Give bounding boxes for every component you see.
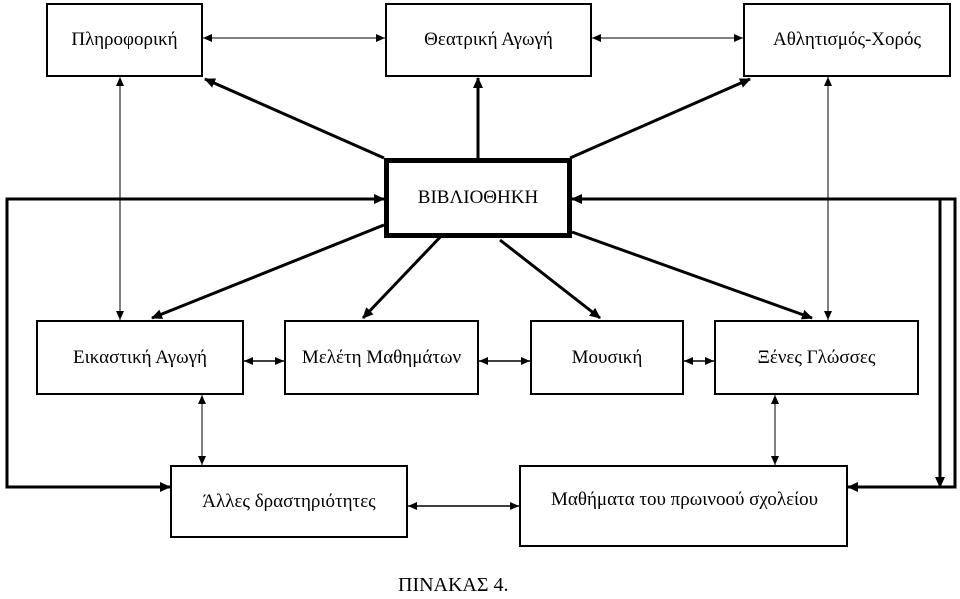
node-theatre: Θεατρική Αγωγή: [385, 3, 592, 77]
arrow-library-to-art: [151, 223, 385, 320]
node-other: Άλλες δραστηριότητες: [170, 465, 408, 538]
figure-caption: ΠΙΝΑΚΑΣ 4.: [398, 574, 509, 596]
node-sports-label: Αθλητισμός-Χορός: [772, 29, 922, 50]
arrow-library-to-informatics: [204, 77, 385, 160]
node-sports: Αθλητισμός-Χορός: [743, 3, 951, 77]
node-study: Μελέτη Μαθημάτων: [284, 320, 479, 395]
node-informatics: Πληροφορική: [46, 3, 203, 77]
arrow-library-to-morning-right-loop: [571, 194, 957, 492]
arrow-library-to-languages: [571, 230, 813, 320]
node-music: Μουσική: [530, 320, 684, 395]
node-study-label: Μελέτη Μαθημάτων: [301, 346, 462, 368]
node-languages: Ξένες Γλώσσες: [714, 320, 919, 395]
node-informatics-label: Πληροφορική: [71, 29, 178, 50]
node-morning-label: Μαθήματα του πρωινοού σχολείου: [551, 489, 819, 510]
arrow-library-to-other-left-loop: [5, 194, 385, 492]
node-theatre-label: Θεατρική Αγωγή: [424, 29, 553, 50]
arrow-library-to-music: [499, 238, 601, 320]
node-music-label: Μουσική: [571, 346, 643, 368]
node-languages-label: Ξένες Γλώσσες: [757, 346, 876, 368]
node-art: Εικαστική Αγωγή: [36, 320, 244, 395]
arrow-library-to-sports: [569, 77, 751, 160]
node-library-label: ΒΙΒΛΙΟΘΗΚΗ: [417, 187, 539, 208]
node-library: ΒΙΒΛΙΟΘΗΚΗ: [384, 158, 572, 238]
arrow-library-to-study: [361, 230, 447, 320]
node-morning: Μαθήματα του πρωινοού σχολείου: [519, 465, 848, 547]
node-other-label: Άλλες δραστηριότητες: [202, 490, 376, 512]
node-art-label: Εικαστική Αγωγή: [73, 346, 207, 368]
